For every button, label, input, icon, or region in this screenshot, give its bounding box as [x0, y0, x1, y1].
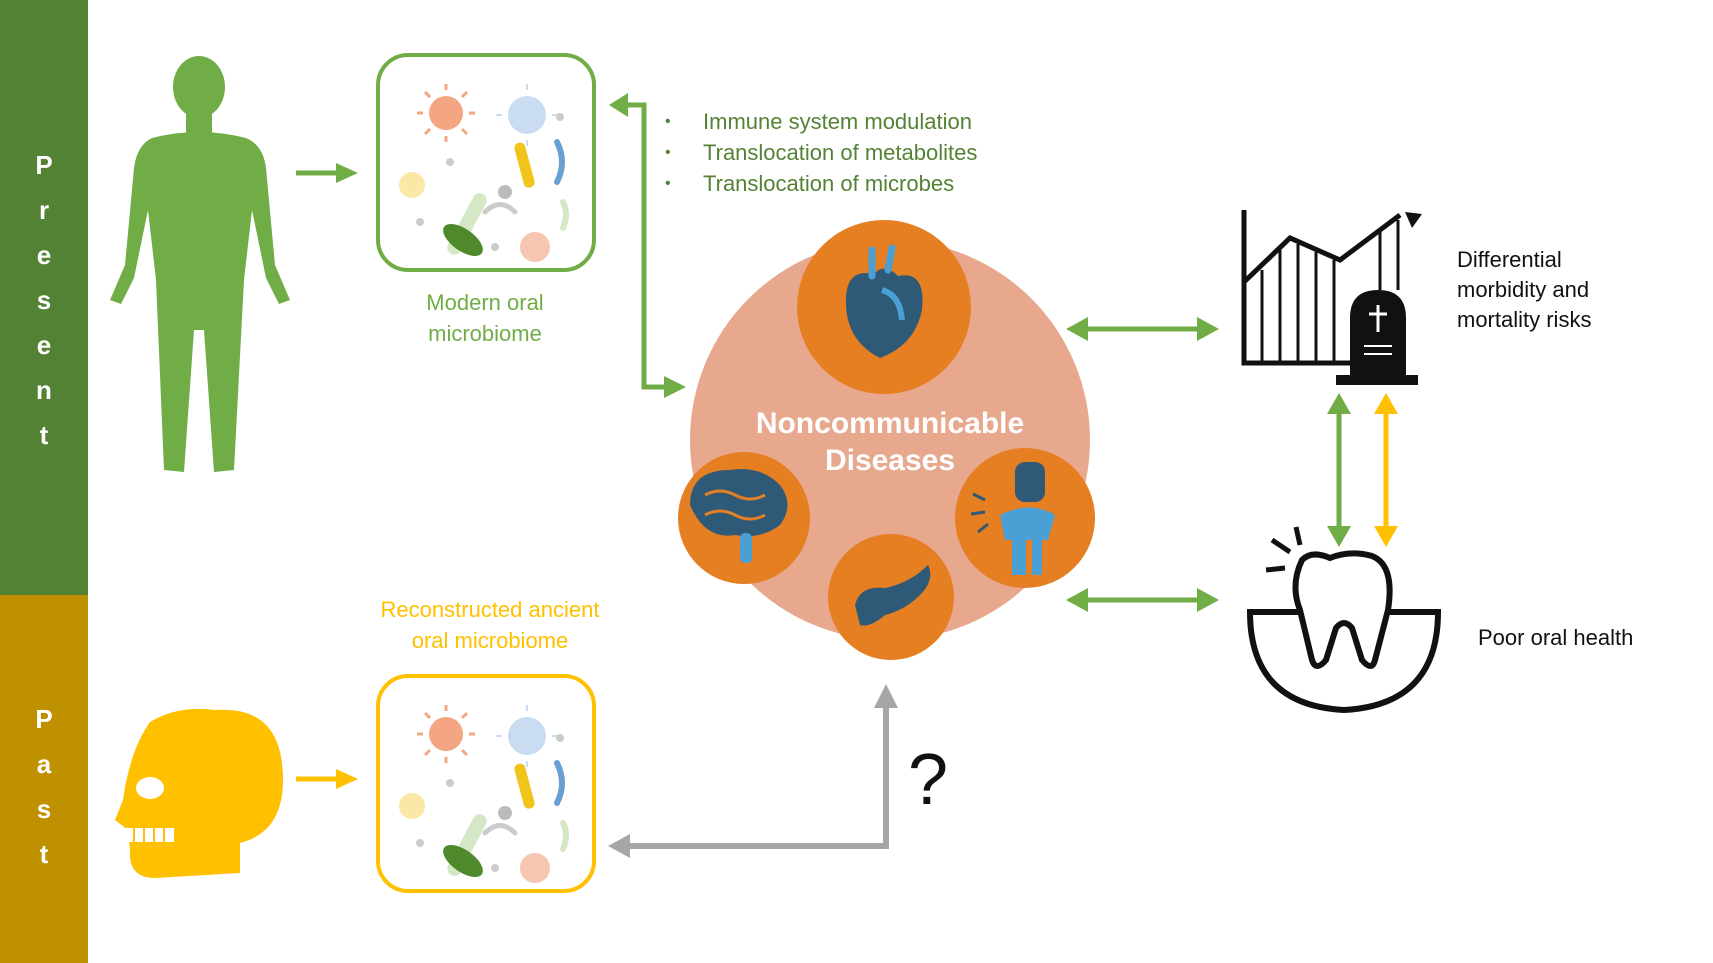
past-band: P a s t: [0, 595, 88, 963]
band-letter: e: [36, 240, 52, 270]
band-letter: n: [36, 375, 52, 405]
brain-icon: [678, 452, 810, 584]
band-letter: e: [36, 330, 52, 360]
past-band-letters: P a s t: [35, 697, 52, 877]
connector-ancient-ncd: [608, 684, 898, 858]
modern-microbiome-box: [376, 53, 596, 272]
arrow-risk-oral-green: [1327, 393, 1351, 547]
label-line: Reconstructed ancient: [380, 597, 600, 622]
arrow-ncd-oral-health: [1066, 588, 1219, 612]
joint-icon: [955, 448, 1095, 588]
skull-icon: [115, 708, 283, 878]
pancreas-icon: [828, 534, 954, 660]
ncd-title-line: Noncommunicable: [755, 407, 1025, 440]
mechanism-item: Immune system modulation: [665, 106, 977, 137]
arrow-past-to-microbiome: [296, 769, 358, 789]
tooth-pain-icon: [1246, 526, 1442, 714]
band-letter: a: [36, 749, 52, 779]
band-letter: t: [39, 420, 49, 450]
mechanism-list: Immune system modulation Translocation o…: [665, 106, 977, 199]
label-line: microbiome: [428, 321, 542, 346]
heart-icon: [797, 220, 971, 394]
band-letter: t: [39, 839, 49, 869]
ncd-title: Noncommunicable Diseases: [720, 405, 1060, 479]
question-mark: ?: [908, 740, 949, 820]
ncd-title-line: Diseases: [824, 444, 956, 477]
band-letter: s: [36, 285, 52, 315]
mortality-chart-icon: [1241, 210, 1422, 385]
label-line: Differential: [1457, 247, 1562, 272]
ancient-microbiome-box: [376, 674, 596, 893]
band-letter: r: [38, 195, 50, 225]
band-letter: P: [35, 704, 53, 734]
arrow-present-to-microbiome: [296, 163, 358, 183]
present-band-letters: P r e s e n t: [35, 143, 52, 458]
band-letter: P: [35, 150, 53, 180]
modern-microbiome-label: Modern oral microbiome: [390, 287, 580, 349]
oral-health-label: Poor oral health: [1478, 625, 1634, 650]
ancient-microbiome-label: Reconstructed ancient oral microbiome: [355, 594, 625, 656]
connector-microbiome-ncd: [609, 93, 686, 398]
arrow-risk-oral-yellow: [1374, 393, 1398, 547]
label-line: Modern oral: [426, 290, 544, 315]
human-silhouette-icon: [110, 56, 290, 472]
present-band: P r e s e n t: [0, 0, 88, 595]
risk-label: Differential morbidity and mortality ris…: [1457, 245, 1637, 335]
label-line: oral microbiome: [411, 628, 569, 653]
label-line: morbidity and: [1457, 277, 1590, 302]
mechanism-item: Translocation of microbes: [665, 168, 977, 199]
arrow-ncd-risk: [1066, 317, 1219, 341]
mechanism-item: Translocation of metabolites: [665, 137, 977, 168]
label-line: mortality risks: [1457, 307, 1592, 332]
band-letter: s: [36, 794, 52, 824]
